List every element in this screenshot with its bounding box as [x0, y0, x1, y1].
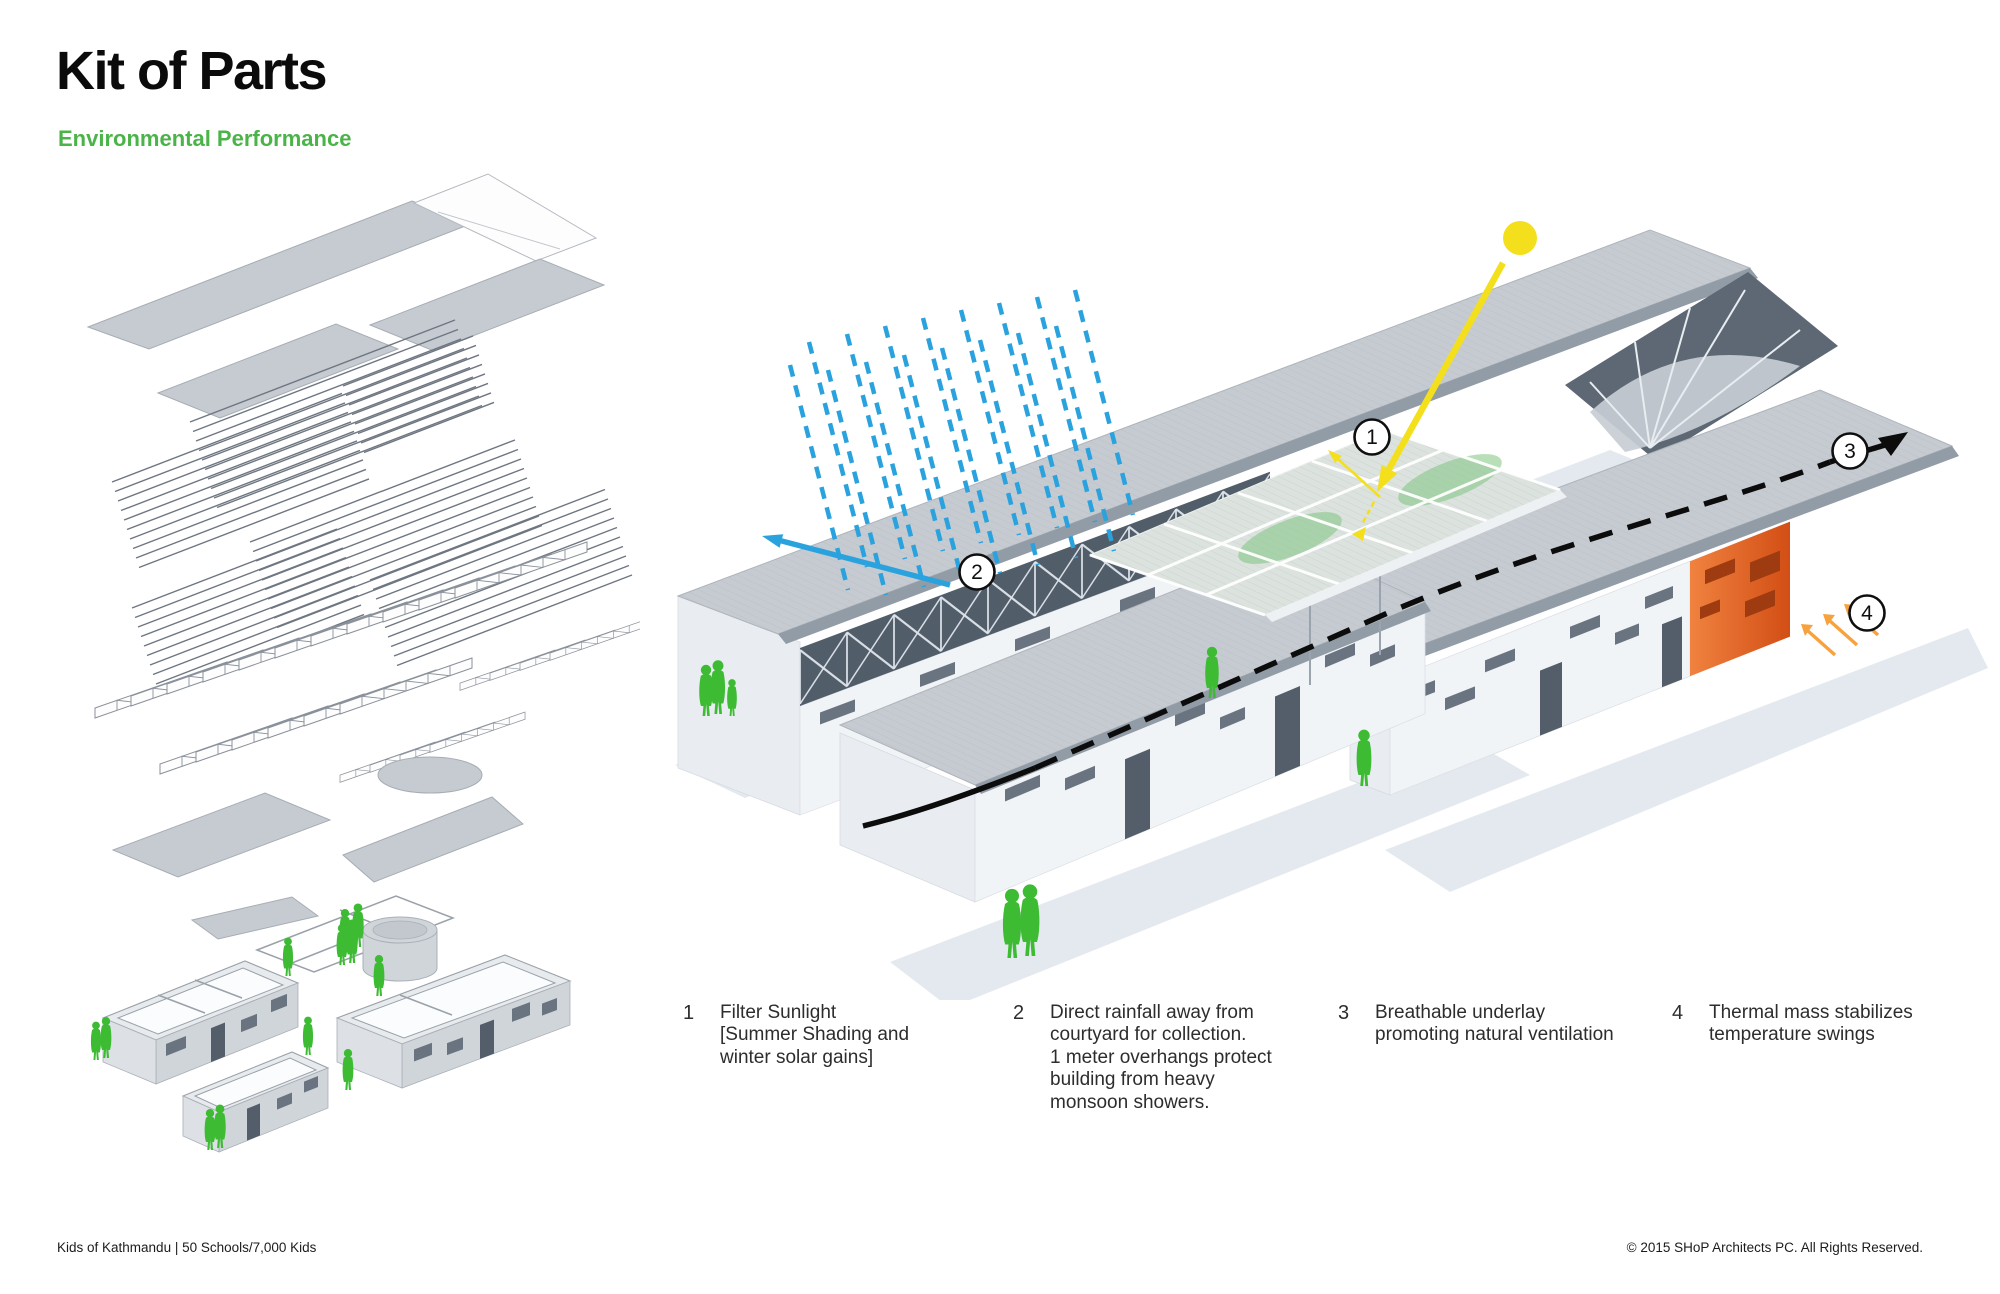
svg-text:2: 2: [971, 561, 983, 584]
far-classroom-building: [676, 229, 1838, 816]
thermal-mass-wall: [1690, 521, 1790, 677]
layer-floor-slabs: [111, 792, 524, 940]
legend-number: 2: [1013, 1002, 1025, 1024]
callout-2: 2: [958, 553, 996, 591]
callout-3: 3: [1831, 432, 1869, 470]
legend-text: Filter Sunlight [Summer Shading and wint…: [720, 1002, 910, 1068]
layer-trusses: [94, 541, 640, 783]
interior-vault: [1590, 355, 1800, 452]
sun-icon: [1503, 221, 1537, 255]
legend-number: 4: [1672, 1002, 1684, 1024]
tank-lid: [377, 756, 483, 794]
rain-icon: [787, 289, 1136, 596]
legend-item-4: 4 Thermal mass stabilizes temperature sw…: [1672, 1002, 1932, 1047]
far-open-gable: [1565, 272, 1838, 460]
wall-module: [335, 954, 572, 1089]
front-wall: [974, 601, 1426, 903]
layer-purlins: [111, 319, 633, 695]
svg-text:1: 1: [1366, 426, 1378, 449]
svg-text:3: 3: [1844, 440, 1856, 463]
footer-project-label: Kids of Kathmandu | 50 Schools/7,000 Kid…: [57, 1240, 317, 1255]
footer-copyright: © 2015 SHoP Architects PC. All Rights Re…: [1626, 1240, 1923, 1255]
page-subtitle: Environmental Performance: [58, 126, 352, 151]
layer-roof-sheets: [86, 173, 606, 419]
legend-item-3: 3 Breathable underlay promoting natural …: [1338, 1002, 1638, 1047]
legend-number: 1: [683, 1002, 695, 1024]
sunlight-arrow-icon: [1328, 261, 1506, 541]
canopy-grid: [1089, 428, 1561, 617]
legend-text: Direct rainfall away from courtyard for …: [1050, 1002, 1272, 1113]
courtyard-skylight-canopy: [1088, 428, 1567, 685]
callout-1: 1: [1353, 418, 1391, 456]
exploded-axon-diagram: [86, 173, 640, 1153]
layer-wall-modules: [90, 919, 572, 1153]
legend-number: 3: [1338, 1002, 1350, 1024]
page-title: Kit of Parts: [56, 41, 328, 101]
callout-4: 4: [1848, 594, 1886, 632]
near-right-front-wall: [1389, 521, 1790, 796]
environmental-performance-diagram: 1 2 3 4: [675, 221, 1988, 1000]
svg-text:4: 4: [1861, 602, 1873, 625]
legend-text: Breathable underlay promoting natural ve…: [1375, 1002, 1614, 1046]
skylight-frame-outline: [412, 173, 598, 262]
wall-module: [181, 1051, 330, 1153]
legend-item-1: 1 Filter Sunlight [Summer Shading and wi…: [683, 1002, 948, 1069]
legend-item-2: 2 Direct rainfall away from courtyard fo…: [1013, 1002, 1298, 1114]
legend-text: Thermal mass stabilizes temperature swin…: [1709, 1002, 1913, 1046]
runoff-arrow-icon: [762, 534, 951, 588]
